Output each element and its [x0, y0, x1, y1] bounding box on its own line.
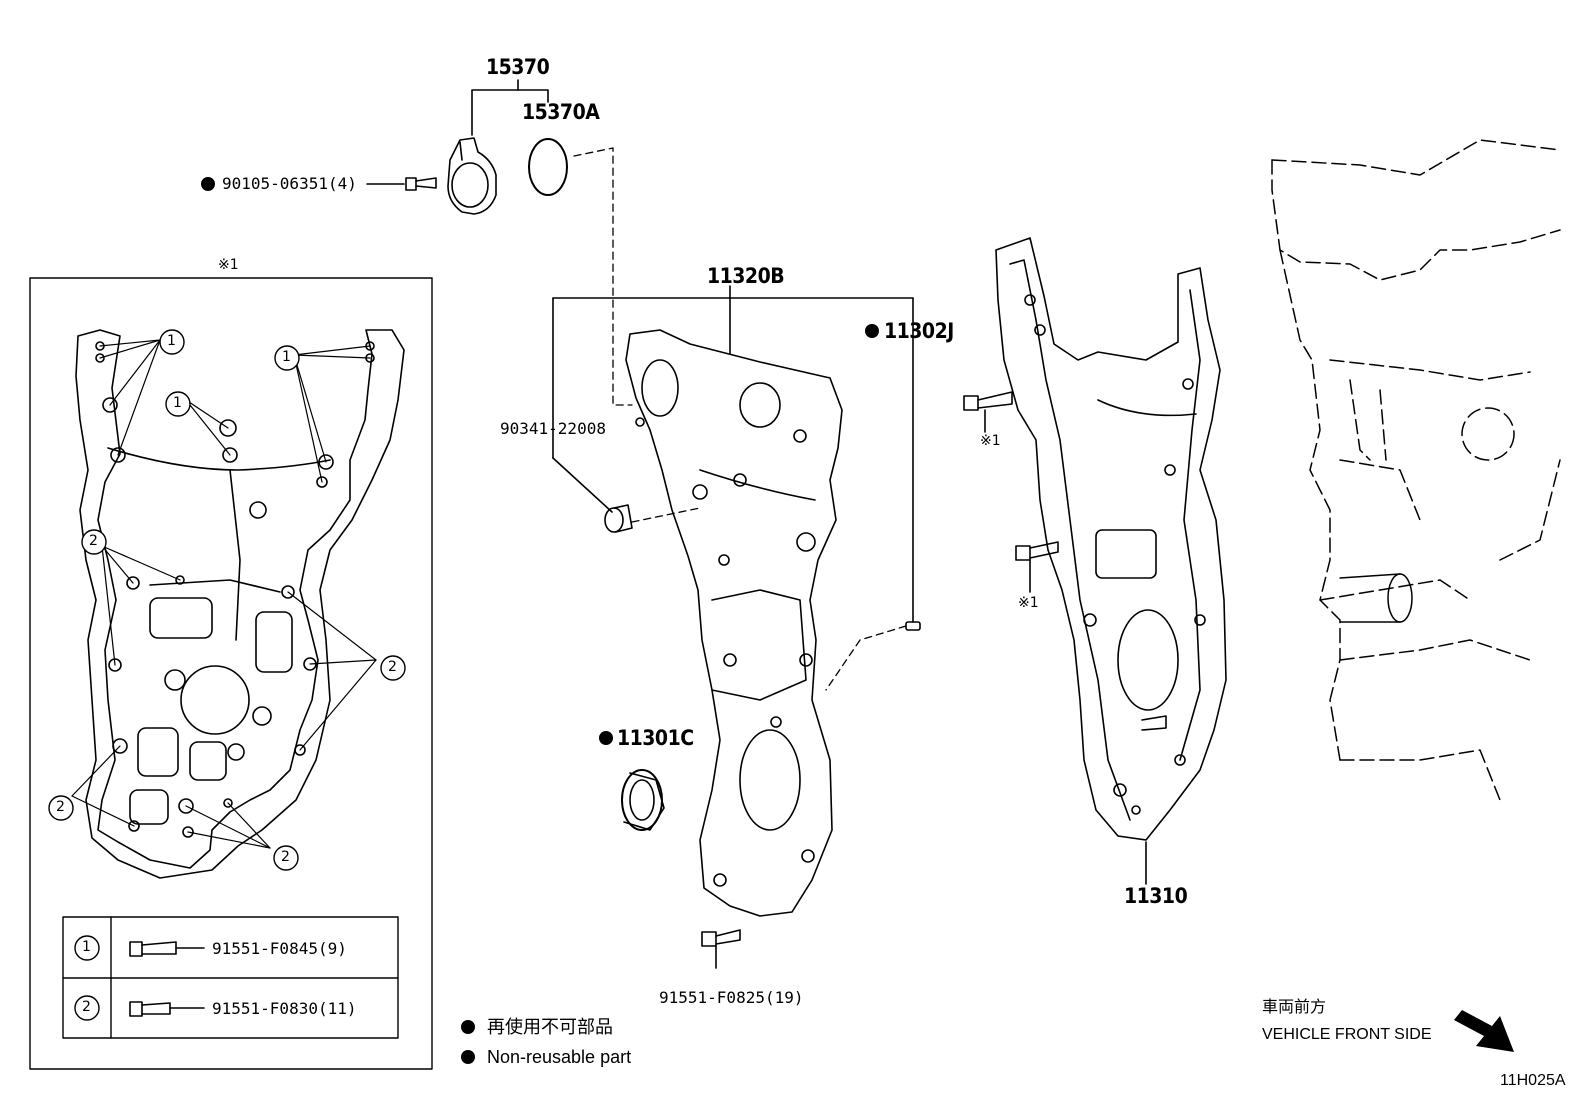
callout-1: 1	[282, 349, 291, 365]
detail-box	[29, 277, 433, 1070]
callout-1: 1	[167, 333, 176, 349]
part-15370: 15370	[486, 55, 550, 79]
callout-2: 2	[56, 799, 65, 815]
bracket-15370	[471, 79, 549, 136]
part-91551-F0825: 91551-F0825(19)	[659, 988, 804, 1007]
part-90341-22008: 90341-22008	[500, 419, 606, 438]
callout-1: 1	[173, 395, 182, 411]
callout-2: 2	[89, 533, 98, 549]
legend-jp: 再使用不可部品	[487, 1017, 613, 1037]
o-ring-15370A-drawing	[528, 138, 568, 196]
detail-cover-outline	[75, 329, 405, 879]
part-11301C: 11301C	[617, 726, 694, 750]
direction-jp: 車両前方	[1262, 999, 1327, 1016]
table-part-2: 91551-F0830(11)	[212, 999, 357, 1018]
table-callout-1: 1	[82, 939, 91, 955]
bolt-mark1-lower: ※1	[1018, 595, 1039, 611]
bolt-mark1-lower-drawing	[1015, 541, 1059, 593]
direction-en: VEHICLE FRONT SIDE	[1262, 1026, 1432, 1043]
bolt-mark1-upper: ※1	[980, 433, 1001, 449]
bolt-mark1-upper-drawing	[963, 391, 1013, 433]
front-direction-arrow	[1454, 1010, 1514, 1052]
part-11320B: 11320B	[707, 264, 785, 288]
cam-sensor-part-drawing	[447, 137, 497, 215]
callout-leaders-2	[71, 545, 377, 849]
engine-shaft	[1339, 573, 1413, 623]
figure-id: 11H025A	[1500, 1072, 1566, 1089]
part-15370A: 15370A	[522, 100, 600, 124]
bolt-90105-drawing	[366, 177, 437, 191]
bracket-11320B	[552, 285, 914, 623]
callout-2: 2	[388, 659, 397, 675]
table-bolt-drawings	[129, 941, 205, 1017]
table-part-1: 91551-F0845(9)	[212, 939, 347, 958]
pin-11302J-drawing	[825, 621, 921, 691]
engine-block-outline	[1271, 139, 1561, 801]
table-callout-2: 2	[82, 999, 91, 1015]
inner-cover-11310-drawing	[995, 237, 1227, 841]
detail-mark: ※1	[218, 257, 239, 273]
callout-2: 2	[281, 849, 290, 865]
part-11310: 11310	[1124, 884, 1188, 908]
legend-en: Non-reusable part	[487, 1047, 632, 1067]
bolt-91551-F0825-drawing	[701, 929, 741, 969]
plug-90341-drawing	[604, 504, 633, 533]
callout-leaders-1	[99, 339, 371, 483]
part-90105-06351: 90105-06351(4)	[222, 174, 357, 193]
part-11302J: 11302J	[884, 319, 954, 343]
timing-cover-drawing	[625, 329, 843, 917]
oil-seal-11301C-drawing	[621, 769, 665, 831]
bolt-table-frame	[62, 916, 399, 1039]
